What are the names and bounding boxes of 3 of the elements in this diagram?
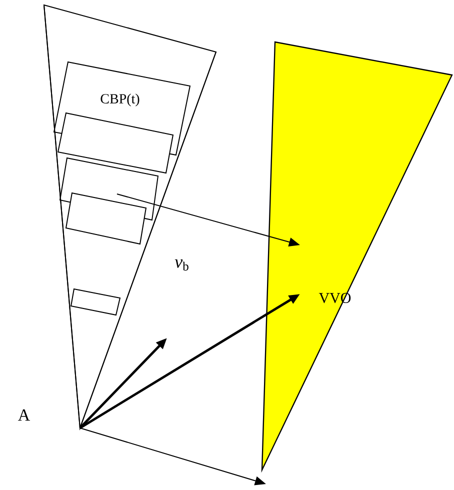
- diagram-label: CBP(t): [100, 94, 140, 106]
- diagram-label: A: [18, 409, 30, 421]
- diagram-label: v$_{b}$: [174, 259, 188, 271]
